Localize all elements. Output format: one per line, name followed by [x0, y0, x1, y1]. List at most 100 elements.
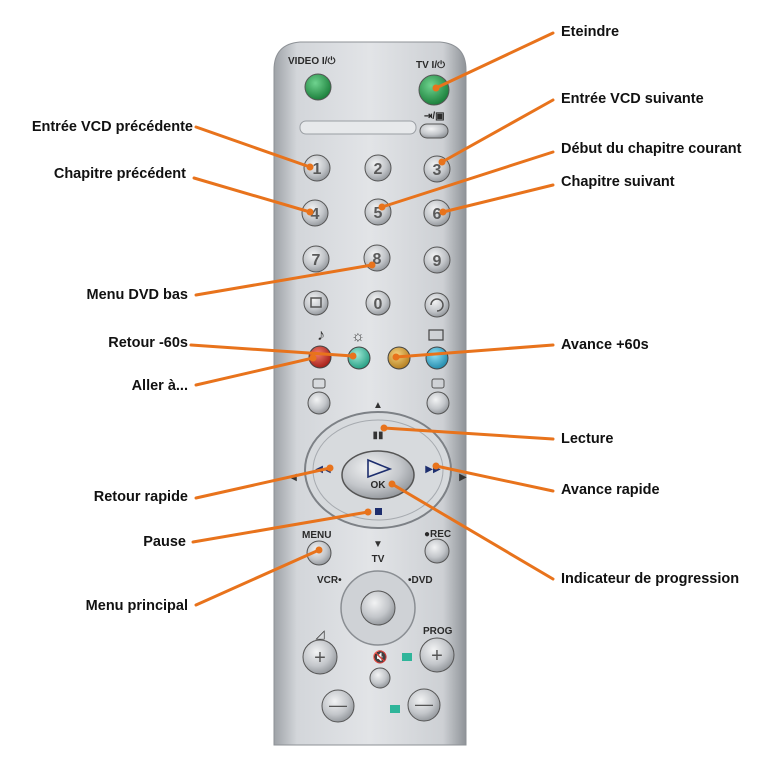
leader-dot — [368, 261, 376, 269]
leader-lines — [189, 31, 555, 607]
leader-dot — [432, 462, 440, 470]
stop-icon — [375, 508, 382, 515]
leader-dot — [326, 464, 334, 472]
digit-button-0[interactable] — [365, 290, 391, 316]
leader-avance-60 — [394, 343, 555, 359]
leader-dot — [309, 354, 317, 362]
video-power-button[interactable] — [304, 73, 332, 101]
rec-button[interactable] — [424, 538, 450, 564]
leader-dot — [364, 508, 372, 516]
dvd-mode-label: •DVD — [408, 575, 433, 586]
number-pad: 1 2 3 4 5 6 7 8 9 0 — [301, 154, 451, 318]
minus-icon: — — [415, 694, 433, 714]
program-down-button[interactable] — [407, 688, 441, 722]
leader-pause — [191, 510, 370, 544]
leader-retour-rapide — [194, 466, 332, 500]
digit-label: 7 — [312, 252, 321, 269]
label-avance-rapide: Avance rapide — [561, 482, 660, 498]
label-chapitre-precedent: Chapitre précédent — [54, 166, 186, 182]
rec-label: ●REC — [424, 529, 451, 540]
leader-eteindre — [434, 31, 555, 90]
label-menu-principal: Menu principal — [86, 598, 188, 614]
screen-icon — [431, 378, 445, 389]
leader-dot — [439, 208, 447, 216]
teal-button[interactable] — [347, 346, 371, 370]
leader-entree-vcd-suivante — [440, 98, 555, 164]
leader-entree-vcd-precedente — [194, 125, 312, 169]
mute-button[interactable] — [369, 667, 391, 689]
label-entree-vcd-precedente: Entrée VCD précédente — [32, 119, 193, 135]
grid-icon — [428, 329, 444, 341]
digit-button-6[interactable] — [423, 199, 451, 227]
teletext-icon — [390, 705, 400, 713]
leader-dot — [349, 352, 357, 360]
digit-label: 2 — [374, 161, 383, 178]
label-retour-rapide: Retour rapide — [94, 489, 188, 505]
display-slot — [299, 120, 417, 135]
label-chapitre-suivant: Chapitre suivant — [561, 174, 675, 190]
digit-button-4[interactable] — [301, 199, 329, 227]
label-retour-60: Retour -60s — [108, 335, 188, 351]
brightness-icon: ☼ — [351, 328, 365, 345]
label-aller-a: Aller à... — [132, 378, 188, 394]
play-icon — [367, 458, 393, 479]
leader-debut-chapitre — [380, 150, 555, 209]
arrow-right-icon: ▶ — [459, 472, 467, 483]
arrow-up-icon: ▲ — [373, 400, 383, 411]
input-select-button[interactable] — [419, 123, 449, 139]
digit-label: 5 — [374, 205, 383, 222]
digit-button-1[interactable] — [303, 154, 331, 182]
digit-button-9[interactable] — [423, 246, 451, 274]
leader-dot — [306, 208, 314, 216]
digit-button-7[interactable] — [302, 245, 330, 273]
ok-label: OK — [371, 480, 387, 491]
leader-menu-principal — [194, 548, 321, 607]
leader-dot — [380, 424, 388, 432]
digit-label: 9 — [433, 253, 442, 270]
info-button[interactable] — [303, 290, 329, 316]
red-button[interactable] — [308, 345, 332, 369]
digit-label: 3 — [433, 162, 442, 179]
leader-indicateur — [390, 482, 555, 581]
leader-menu-dvd-bas — [194, 263, 374, 297]
leader-dot — [438, 158, 446, 166]
subtitle-button[interactable] — [307, 391, 331, 415]
leader-dot — [315, 546, 323, 554]
vcr-mode-label: VCR• — [317, 575, 342, 586]
menu-label: MENU — [302, 530, 331, 541]
digit-label: 6 — [433, 206, 442, 223]
tv-power-label: TV I/⏻ — [416, 59, 445, 71]
leader-avance-rapide — [434, 464, 555, 493]
mute-icon: 🔇 — [373, 650, 388, 664]
program-up-button[interactable] — [419, 637, 455, 673]
input-select-icon: ⇥/▣ — [424, 111, 445, 122]
leader-retour-60 — [189, 343, 355, 358]
plus-icon: + — [431, 645, 443, 667]
label-indicateur: Indicateur de progression — [561, 571, 739, 587]
teletext-icon — [402, 653, 412, 661]
plus-icon: + — [314, 647, 326, 669]
leader-dot — [432, 84, 440, 92]
blue-button[interactable] — [425, 346, 449, 370]
arrow-down-icon: ▼ — [373, 539, 383, 550]
leader-dot — [392, 353, 400, 361]
leader-dot — [378, 203, 386, 211]
label-avance-60: Avance +60s — [561, 337, 649, 353]
digit-label: 1 — [313, 161, 322, 178]
subtitle-icon — [312, 378, 326, 389]
label-eteindre: Eteindre — [561, 24, 619, 40]
play-small-icon: ▮▮ — [372, 430, 383, 441]
digit-label: 4 — [311, 206, 320, 223]
refresh-icon — [430, 298, 444, 312]
screen-button[interactable] — [426, 391, 450, 415]
leader-chapitre-precedent — [192, 176, 312, 214]
digit-label: 8 — [373, 251, 382, 268]
digit-label: 0 — [374, 296, 383, 313]
leader-dot — [306, 163, 314, 171]
repeat-button[interactable] — [424, 292, 450, 318]
volume-up-button[interactable] — [302, 639, 338, 675]
leader-dot — [388, 480, 396, 488]
mode-selector-button[interactable] — [360, 590, 396, 626]
volume-down-button[interactable] — [321, 689, 355, 723]
digit-button-2[interactable] — [364, 154, 392, 182]
